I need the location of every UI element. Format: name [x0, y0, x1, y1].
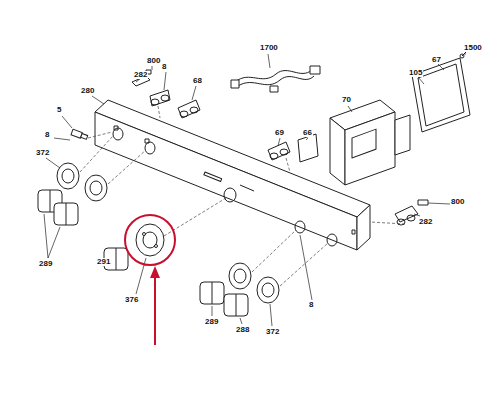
callout-number: 372: [35, 149, 50, 157]
callout-number: 800: [146, 57, 161, 65]
callout-number: 5: [56, 106, 62, 114]
callout-number: 800: [450, 198, 465, 206]
callout-number: 282: [133, 71, 148, 79]
callout-number: 66: [302, 129, 313, 137]
callout-number: 8: [44, 131, 50, 139]
callout-number: 372: [265, 328, 280, 336]
callout-number: 68: [192, 77, 203, 85]
callout-number: 1500: [463, 44, 483, 52]
callout-number: 8: [308, 301, 314, 309]
callout-number: 376: [124, 296, 139, 304]
callout-number: 67: [431, 56, 442, 64]
callout-number: 8: [161, 63, 167, 71]
callout-number: 291: [96, 258, 111, 266]
callout-number: 105: [408, 69, 423, 77]
callout-number: 69: [274, 129, 285, 137]
callout-number: 280: [80, 87, 95, 95]
callout-number: 289: [204, 318, 219, 326]
callout-number: 288: [235, 326, 250, 334]
callout-number: 70: [341, 96, 352, 104]
callout-number: 282: [418, 218, 433, 226]
callout-number: 1700: [259, 44, 279, 52]
callout-number: 289: [38, 260, 53, 268]
